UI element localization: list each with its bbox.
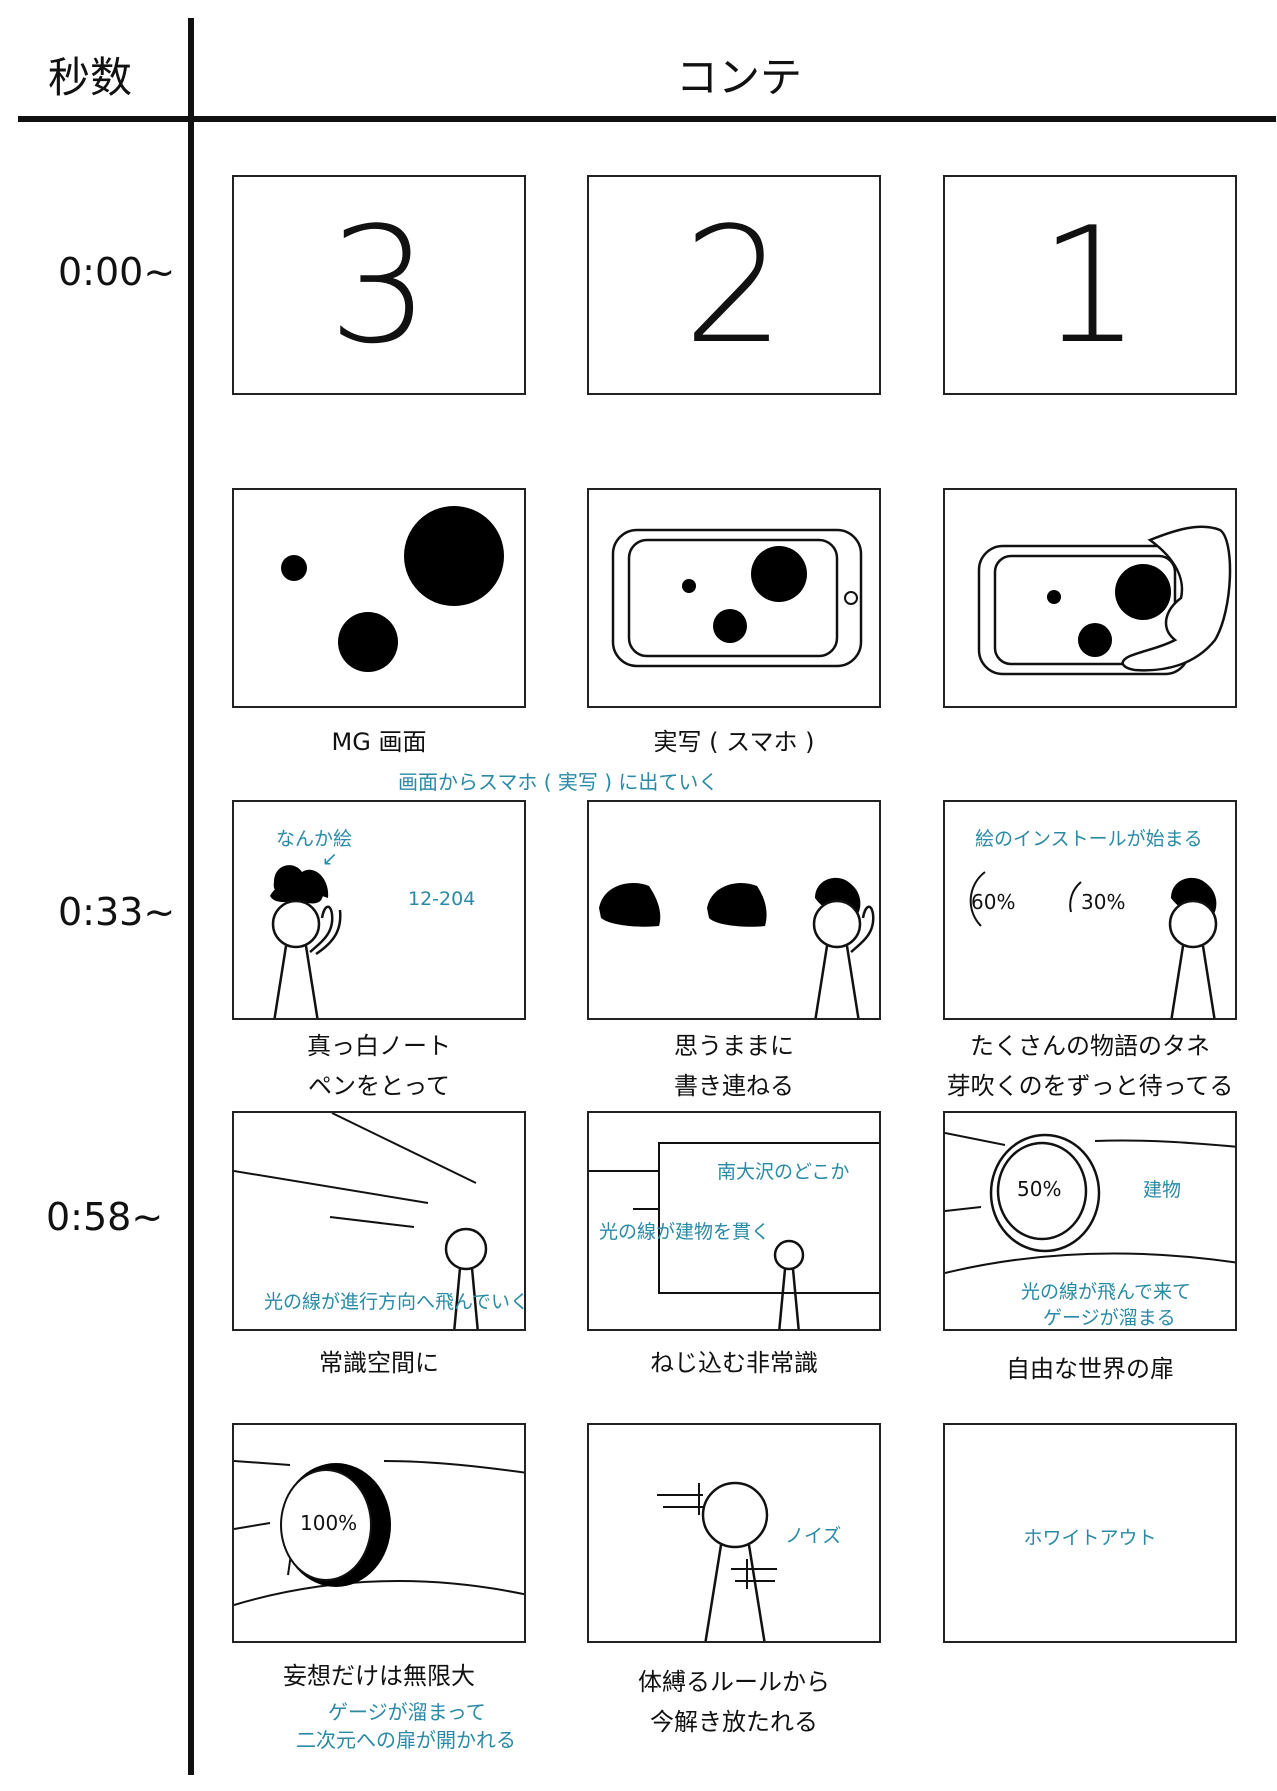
- annotation-note: 絵のインストールが始まる: [975, 828, 1203, 850]
- annotation-note: 光の線が建物を貫く: [599, 1221, 771, 1243]
- storyboard-frame: 南大沢のどこか 光の線が建物を貫く: [587, 1111, 881, 1331]
- time-label: 0:58~: [46, 1195, 164, 1239]
- annotation-note: 建物: [1143, 1179, 1182, 1201]
- light-lines-illustration: [234, 1113, 488, 1329]
- caption-line: 書き連ねる: [674, 1072, 794, 1100]
- caption-line: 体縛るルールから: [638, 1668, 830, 1696]
- vertical-divider: [188, 18, 194, 1775]
- annotation-note: 南大沢のどこか: [717, 1161, 850, 1183]
- annotation-note: 光の線が進行方向へ飛んでいく: [264, 1291, 526, 1313]
- frame-caption: 体縛るルールから 今解き放たれる: [587, 1662, 881, 1742]
- caption-line: 今解き放たれる: [650, 1708, 818, 1736]
- progress-percent: 30%: [1081, 890, 1126, 914]
- annotation-note: ゲージが溜まる: [1043, 1307, 1176, 1329]
- caption-line: たくさんの物語のタネ: [970, 1032, 1210, 1060]
- storyboard-frame: 絵のインストールが始まる 60% 30%: [943, 800, 1237, 1020]
- annotation-note: ホワイトアウト: [1023, 1527, 1157, 1549]
- annotation-note: 光の線が飛んで来て: [1021, 1281, 1192, 1303]
- storyboard-frame: [587, 800, 881, 1020]
- storyboard-frame: [587, 488, 881, 708]
- frame-caption: MG 画面: [331, 728, 427, 756]
- header-divider: [18, 116, 1276, 122]
- time-label: 0:00~: [58, 250, 176, 294]
- storyboard-frame: 3: [232, 175, 526, 395]
- gauge-door-illustration: [945, 1132, 1235, 1274]
- frame-caption: 常識空間に: [319, 1349, 439, 1377]
- progress-percent: 60%: [971, 890, 1016, 914]
- full-gauge-illustration: [234, 1460, 524, 1606]
- storyboard-header: コンテ: [676, 53, 803, 102]
- arrow-icon: ↙: [322, 848, 338, 870]
- caption-line: 真っ白ノート: [307, 1032, 451, 1060]
- install-progress-illustration: [969, 871, 1218, 1018]
- storyboard-frame: 50% 建物 光の線が飛んで来て ゲージが溜まる: [943, 1111, 1237, 1331]
- building-illustration: [589, 1142, 879, 1329]
- annotation-note: ゲージが溜まって: [328, 1700, 486, 1724]
- progress-percent: 50%: [1017, 1177, 1062, 1201]
- frame-caption: 実写 ( スマホ ): [653, 728, 815, 756]
- noisy-person-illustration: [657, 1481, 777, 1641]
- caption-line: 芽吹くのをずっと待ってる: [946, 1072, 1234, 1100]
- annotation-note: ノイズ: [785, 1525, 842, 1547]
- dots-illustration: [281, 506, 504, 672]
- storyboard-frame: なんか絵 ↙ 12-204: [232, 800, 526, 1020]
- caption-line: 思うままに: [674, 1032, 794, 1060]
- storyboard-frame: 光の線が進行方向へ飛んでいく: [232, 1111, 526, 1331]
- time-label: 0:33~: [58, 890, 176, 934]
- caption-line: ペンをとって: [307, 1072, 451, 1100]
- frame-caption: たくさんの物語のタネ 芽吹くのをずっと待ってる: [930, 1026, 1250, 1106]
- countdown-number: 3: [328, 191, 430, 379]
- annotation-note: 二次元への扉が開かれる: [296, 1728, 516, 1752]
- storyboard-frame: 2: [587, 175, 881, 395]
- hand-holding-phone-illustration: [977, 525, 1232, 676]
- progress-percent: 100%: [300, 1511, 358, 1535]
- frame-caption: 真っ白ノート ペンをとって: [232, 1026, 526, 1106]
- storyboard-frame: 1: [943, 175, 1237, 395]
- storyboard-frame: [232, 488, 526, 708]
- smartphone-illustration: [611, 528, 863, 668]
- frame-caption: 妄想だけは無限大: [283, 1662, 475, 1690]
- annotation-note: なんか絵: [276, 828, 353, 850]
- storyboard-frame: ノイズ: [587, 1423, 881, 1643]
- storyboard-frame: [943, 488, 1237, 708]
- annotation-note: 12-204: [408, 888, 476, 910]
- storyboard-frame: 100%: [232, 1423, 526, 1643]
- frame-caption: 自由な世界の扉: [1006, 1355, 1174, 1383]
- storyboard-frame: ホワイトアウト: [943, 1423, 1237, 1643]
- annotation-note: 画面からスマホ ( 実写 ) に出ていく: [398, 770, 719, 794]
- countdown-number: 2: [683, 191, 785, 379]
- frame-caption: 思うままに 書き連ねる: [587, 1026, 881, 1106]
- person-with-drawing-illustration: [270, 865, 342, 1018]
- frame-caption: ねじ込む非常識: [650, 1349, 818, 1377]
- drawings-and-person-illustration: [599, 877, 875, 1018]
- seconds-header: 秒数: [48, 53, 133, 102]
- countdown-number: 1: [1039, 191, 1141, 379]
